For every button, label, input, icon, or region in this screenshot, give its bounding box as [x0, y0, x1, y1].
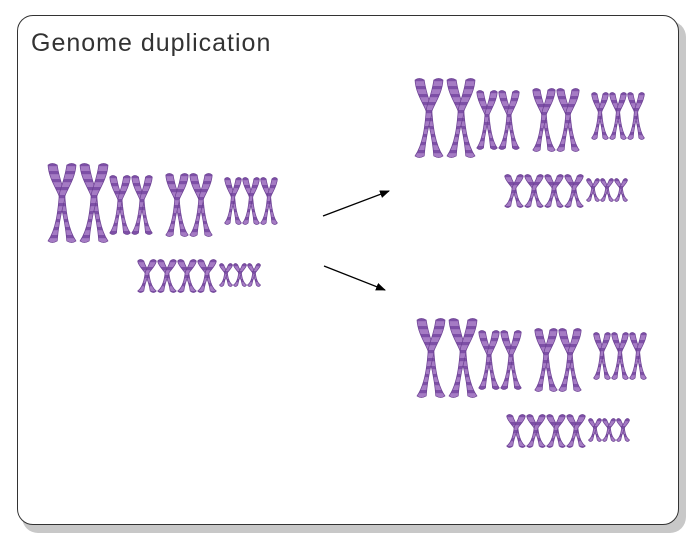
original-chromosome-icon-3 — [109, 175, 131, 235]
bottom-chromosome-icon-14 — [587, 418, 603, 442]
bottom-chromosome-icon-5 — [534, 328, 558, 392]
top-chromosome-icon-2 — [446, 78, 476, 158]
top-chromosome-icon-8 — [609, 92, 627, 140]
original-chromosome-icon-15 — [232, 263, 248, 287]
bottom-chromosome-icon-6 — [558, 328, 582, 392]
top-chromosome-icon-10 — [504, 174, 524, 208]
arrow-icon-bottom — [323, 265, 386, 291]
bottom-chromosome-icon-12 — [546, 414, 566, 448]
original-chromosome-icon-10 — [137, 259, 157, 293]
original-genome — [47, 163, 278, 293]
original-chromosome-icon-12 — [177, 259, 197, 293]
figure-panel — [17, 15, 679, 525]
bottom-chromosome-icon-11 — [526, 414, 546, 448]
top-chromosome-icon-1 — [414, 78, 444, 158]
original-chromosome-icon-16 — [246, 263, 262, 287]
bottom-chromosome-icon-3 — [478, 330, 500, 390]
original-chromosome-icon-1 — [47, 163, 77, 243]
top-chromosome-icon-3 — [476, 90, 498, 150]
original-chromosome-icon-13 — [197, 259, 217, 293]
top-chromosome-icon-7 — [591, 92, 609, 140]
original-chromosome-icon-6 — [189, 173, 213, 237]
top-chromosome-icon-11 — [524, 174, 544, 208]
original-chromosome-icon-8 — [242, 177, 260, 225]
top-chromosome-icon-16 — [613, 178, 629, 202]
arrow-icon-top — [322, 190, 390, 217]
top-chromosome-icon-15 — [599, 178, 615, 202]
duplicated-genome-top — [414, 78, 645, 208]
original-chromosome-icon-5 — [165, 173, 189, 237]
top-chromosome-icon-6 — [556, 88, 580, 152]
bottom-chromosome-icon-2 — [448, 318, 478, 398]
duplicated-genome-bottom — [416, 318, 647, 448]
original-chromosome-icon-4 — [131, 175, 153, 235]
top-chromosome-icon-13 — [564, 174, 584, 208]
bottom-chromosome-icon-10 — [506, 414, 526, 448]
bottom-chromosome-icon-7 — [593, 332, 611, 380]
original-chromosome-icon-2 — [79, 163, 109, 243]
bottom-chromosome-icon-1 — [416, 318, 446, 398]
bottom-chromosome-icon-13 — [566, 414, 586, 448]
bottom-chromosome-icon-15 — [601, 418, 617, 442]
top-chromosome-icon-4 — [498, 90, 520, 150]
bottom-chromosome-icon-4 — [500, 330, 522, 390]
original-chromosome-icon-14 — [218, 263, 234, 287]
original-chromosome-icon-7 — [224, 177, 242, 225]
bottom-chromosome-icon-8 — [611, 332, 629, 380]
top-chromosome-icon-12 — [544, 174, 564, 208]
original-chromosome-icon-11 — [157, 259, 177, 293]
bottom-chromosome-icon-16 — [615, 418, 631, 442]
top-chromosome-icon-9 — [627, 92, 645, 140]
top-chromosome-icon-14 — [585, 178, 601, 202]
top-chromosome-icon-5 — [532, 88, 556, 152]
figure-title: Genome duplication — [31, 29, 272, 57]
bottom-chromosome-icon-9 — [629, 332, 647, 380]
original-chromosome-icon-9 — [260, 177, 278, 225]
